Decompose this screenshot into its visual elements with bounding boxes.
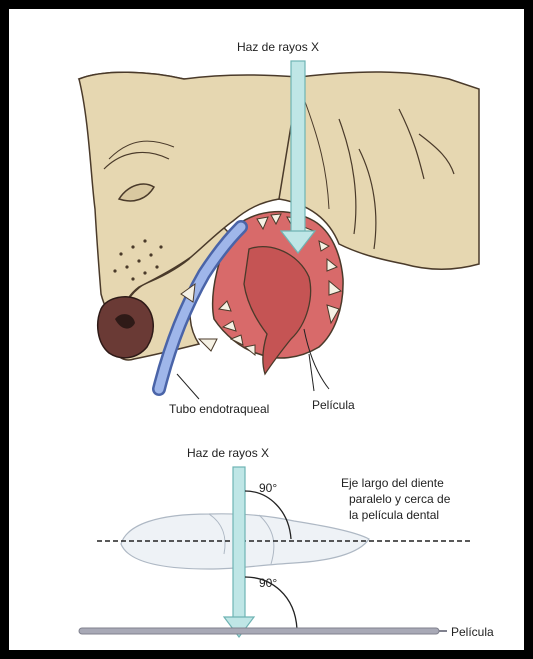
axis-note-line-3: la película dental (349, 508, 439, 522)
tube-label: Tubo endotraqueal (169, 402, 269, 416)
top-beam-label: Haz de rayos X (237, 40, 319, 54)
angle-lower-label: 90° (259, 576, 277, 590)
beam-shaft (291, 61, 305, 233)
bottom-beam-label: Haz de rayos X (187, 446, 269, 460)
illustration-frame: Haz de rayos X Tubo endotraqueal Películ… (9, 9, 524, 650)
tube-leader-line (177, 374, 199, 399)
axis-note-line-2: paralelo y cerca de (349, 492, 451, 506)
beam-shaft (233, 467, 245, 621)
bottom-film-label: Película (451, 625, 494, 639)
dental-radiograph-diagram: Haz de rayos X Tubo endotraqueal Películ… (9, 9, 524, 650)
tooth-schematic (97, 514, 471, 569)
film-leader-line (309, 354, 314, 391)
angle-upper-label: 90° (259, 481, 277, 495)
dental-film-bottom (79, 628, 439, 634)
axis-note-line-1: Eje largo del diente (341, 476, 444, 490)
top-film-label: Película (312, 398, 355, 412)
